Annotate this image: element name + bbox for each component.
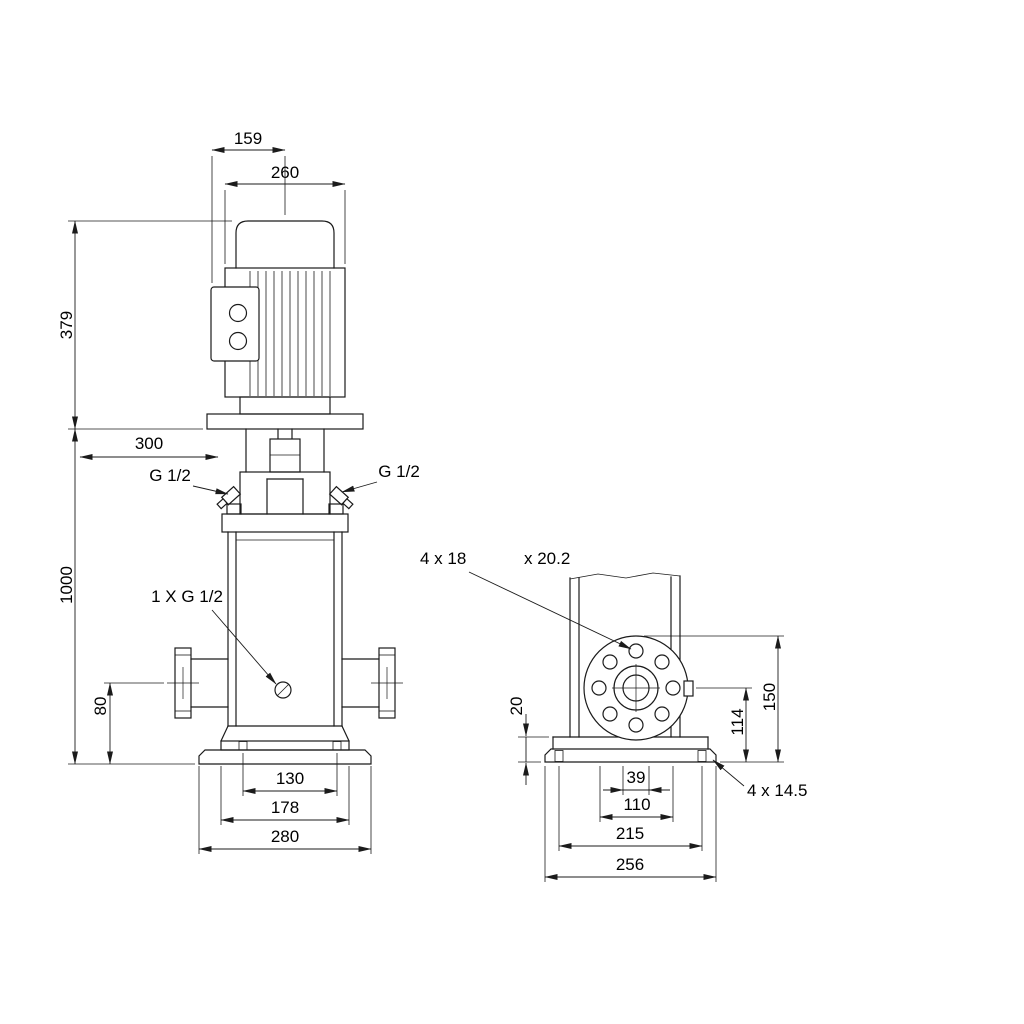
flange-bolt-holes: [591, 643, 681, 733]
dim-80-value: 80: [91, 697, 110, 716]
flange-centerline: [612, 664, 660, 712]
motor-stool: [239, 396, 331, 415]
flange-centerline: [167, 667, 199, 699]
dim-39: 39: [603, 766, 670, 795]
base: [198, 725, 372, 765]
cable-entry-hole: [228, 331, 248, 351]
staybolt-nut: [226, 503, 242, 515]
pump-head: [216, 471, 354, 533]
dim-20-value: 20: [507, 697, 526, 716]
dim-130-value: 130: [276, 769, 304, 788]
head-flange: [221, 513, 349, 533]
foundation-hole: [238, 741, 248, 751]
foundation-hole: [554, 750, 564, 762]
dim-80: 80: [91, 682, 164, 765]
dim-379: 379: [57, 220, 232, 430]
vent-plug-left: [216, 485, 242, 510]
dim-260-value: 260: [271, 163, 299, 182]
gauge-tap: [683, 680, 694, 697]
flange-holes-text: 4 x 18: [420, 549, 466, 568]
dim-178-value: 178: [271, 798, 299, 817]
foundation-hole: [697, 750, 707, 762]
cable-entry-hole: [228, 303, 248, 323]
motor-mounting-plate: [206, 413, 364, 430]
dim-280-value: 280: [271, 827, 299, 846]
dim-256-value: 256: [616, 855, 644, 874]
port-left-text: G 1/2: [149, 466, 191, 485]
dim-256: 256: [544, 766, 717, 882]
dim-300: 300: [79, 434, 219, 460]
flange-face: [583, 635, 694, 741]
drain-plug: [274, 681, 292, 699]
dim-110-value: 110: [623, 795, 650, 814]
dim-1000-value: 1000: [57, 566, 76, 604]
dim-150-value: 150: [760, 683, 779, 711]
dim-260: 260: [224, 163, 346, 264]
dim-178: 178: [220, 766, 350, 825]
vent-plug-right: [328, 485, 354, 510]
base-side: [544, 736, 717, 763]
dimensions-front: 159 260 379 1000 300: [57, 129, 420, 854]
flange-centerline: [371, 667, 403, 699]
coupling: [245, 428, 325, 473]
dim-130: 130: [242, 753, 338, 796]
dim-20: 20: [507, 697, 549, 785]
motor-cooling-fins: [249, 271, 331, 396]
discharge-flange: [341, 647, 403, 719]
suction-flange: [167, 647, 229, 719]
dim-159-value: 159: [234, 129, 262, 148]
dim-39-value: 39: [627, 768, 646, 787]
port-right-text: G 1/2: [378, 462, 420, 481]
dim-159: 159: [211, 129, 286, 283]
side-view: 4 x 18 x 20.2 20 114 150: [420, 549, 808, 882]
dim-215-value: 215: [616, 824, 644, 843]
dim-300-value: 300: [135, 434, 163, 453]
dim-280: 280: [198, 766, 372, 854]
dim-379-value: 379: [57, 311, 76, 339]
motor: [206, 220, 364, 430]
staybolt-nut: [328, 503, 344, 515]
drain-label: 1 X G 1/2: [151, 587, 277, 685]
front-view: 159 260 379 1000 300: [57, 129, 420, 854]
base-holes-text: 4 x 14.5: [747, 781, 808, 800]
dim-110: 110: [599, 766, 674, 822]
port-label-left: G 1/2: [149, 466, 229, 495]
base-holes-callout: 4 x 14.5: [712, 759, 808, 800]
foundation-hole: [332, 741, 342, 751]
dim-215: 215: [558, 766, 703, 851]
drain-text: 1 X G 1/2: [151, 587, 223, 606]
dim-150: 150: [644, 635, 784, 763]
terminal-box: [210, 286, 260, 362]
port-label-right: G 1/2: [341, 462, 420, 493]
flange-counterbore-text: x 20.2: [524, 549, 570, 568]
flange-holes-callout: 4 x 18 x 20.2: [420, 549, 632, 650]
dim-114: 114: [696, 687, 752, 763]
dim-1000: 1000: [57, 428, 195, 765]
dimensions-side: 4 x 18 x 20.2 20 114 150: [420, 549, 808, 882]
dim-114-value: 114: [728, 708, 747, 735]
